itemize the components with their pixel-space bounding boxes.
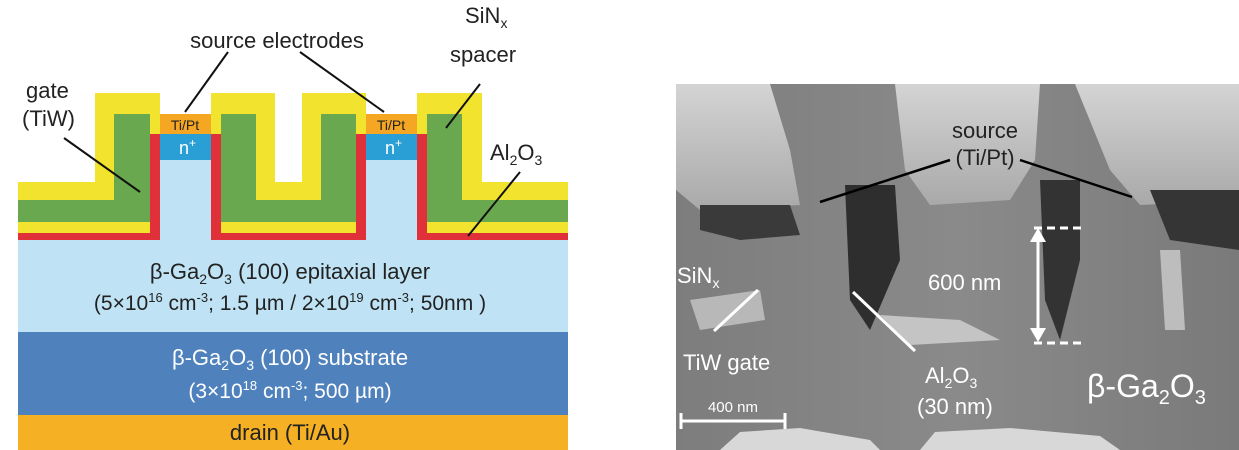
sem-trench-left [700,205,800,240]
device-schematic: Ti/Pt Ti/Pt n+ n+ source electrodes SiNx… [18,3,568,450]
al2o3-layer [18,134,568,240]
sem-height-label: 600 nm [928,270,1001,295]
sem-sin-label: SiNx [677,263,719,291]
epi-spec: (5×1016 cm-3; 1.5 µm / 2×1019 cm-3; 50nm… [94,290,486,315]
nplus-right [366,134,417,160]
leader-source-left [184,51,229,113]
spacer-label: spacer [450,42,516,67]
leader-spacer [445,83,481,129]
epitaxial-layer [18,240,568,332]
sem-bottom-blob-left [720,428,880,450]
sem-leader-source-left [819,158,951,204]
tipt-right [366,114,417,134]
tiw-gate-layer [18,114,568,222]
sem-scalebar-label: 400 nm [708,399,758,416]
sem-leader-source-right [1019,158,1133,199]
tipt-left-label: Ti/Pt [171,117,199,133]
sem-al2o3-thickness-label: (30 nm) [917,394,993,419]
sem-pillar-left [676,84,800,210]
sem-gate-strip-right [1160,250,1185,330]
sem-tiw-gate-label: TiW gate [683,350,770,375]
leader-source-right [299,51,385,113]
leader-gate [63,137,141,193]
gate-material-label: (TiW) [22,106,75,131]
sem-trench-right [1150,190,1239,250]
sem-trench-mid2 [1040,180,1080,340]
sem-pillar-middle [895,84,1040,205]
drain-layer [18,415,568,450]
tipt-right-label: Ti/Pt [377,117,405,133]
sem-al2o3-label: Al2O3 [925,363,977,391]
sem-leader-al2o3 [851,290,917,353]
drain-label: drain (Ti/Au) [230,420,350,445]
mesa-right [366,160,417,240]
epi-title: β-Ga2O3 (100) epitaxial layer [150,259,430,287]
sem-ga2o3-label: β-Ga2O3 [1087,368,1206,409]
sem-pillar-right [1075,84,1239,205]
substrate-layer [18,332,568,415]
sem-leader-sin [712,288,760,333]
sin-spacer-label: SiNx [465,3,507,31]
leader-al2o3 [467,171,521,237]
nplus-left [160,134,211,160]
sem-trench-middle [845,185,900,330]
sem-height-arrow-up [1030,228,1046,242]
mesa-left [160,160,211,240]
gate-label: gate [26,78,69,103]
sem-height-arrow-down [1030,328,1046,342]
al2o3-label: Al2O3 [490,140,542,168]
sem-source-label: source [952,118,1018,143]
sem-image: source (Ti/Pt) SiNx TiW gate Al2O3 (30 n… [676,84,1239,450]
substrate-spec: (3×1018 cm-3; 500 µm) [188,378,391,403]
sem-gate-strip-middle [880,315,1000,345]
tipt-left [160,114,211,134]
substrate-title: β-Ga2O3 (100) substrate [172,345,408,373]
sem-source-material-label: (Ti/Pt) [955,145,1014,170]
nplus-right-label: n+ [385,136,402,158]
nplus-left-label: n+ [179,136,196,158]
source-electrodes-label: source electrodes [190,28,364,53]
sem-bottom-blob-right [920,428,1120,450]
